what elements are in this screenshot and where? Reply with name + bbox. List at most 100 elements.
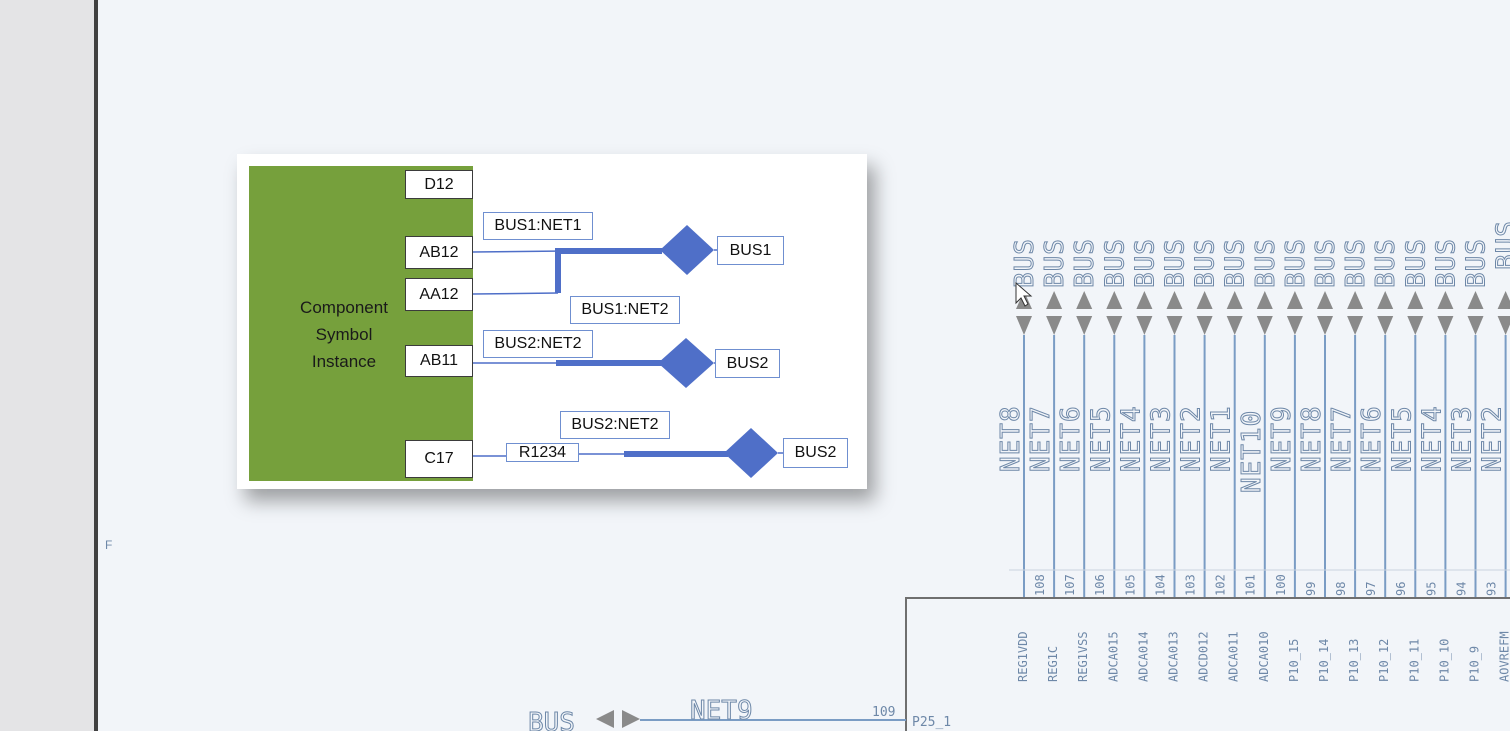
component-label: Component Symbol Instance (300, 298, 388, 371)
pin-aa12: AA12 (405, 278, 473, 311)
net-label-11: NET7 (1327, 405, 1357, 472)
bus-label-5: BUS (1161, 238, 1191, 288)
bus-label-14: BUS (1431, 238, 1461, 288)
pin-name-5: ADCA013 (1167, 631, 1181, 682)
bus-arrow-right-bottom (622, 710, 640, 728)
bus-label-bottom: BUS (528, 708, 575, 731)
bus-label-13: BUS (1401, 238, 1431, 288)
bus-arrow-up-7 (1226, 291, 1243, 309)
net-label-bus1-net1: BUS1:NET1 (483, 212, 593, 240)
bus-label-16: BUS (1492, 220, 1510, 270)
bus-label-8: BUS (1251, 238, 1281, 288)
pin-name-15: P10_9 (1468, 646, 1482, 682)
pin-name-4: ADCA014 (1136, 631, 1150, 682)
pin-number-8: 100 (1274, 574, 1288, 596)
net-label-10: NET8 (1297, 405, 1327, 472)
pin-name-11: P10_13 (1347, 639, 1361, 682)
net-label-bus1-net2: BUS1:NET2 (570, 296, 680, 324)
pin-name-8: ADCA010 (1257, 631, 1271, 682)
net-label-1: NET7 (1026, 405, 1056, 472)
bus-label-10: BUS (1311, 238, 1341, 288)
pin-name-bottom: P25_1 (912, 715, 951, 730)
net-label-5: NET3 (1147, 405, 1177, 472)
pin-number-6: 102 (1214, 574, 1228, 596)
bus-label-3: BUS (1100, 238, 1130, 288)
pin-number-15: 93 (1485, 582, 1499, 596)
bus-diamond-1 (660, 225, 714, 275)
net-label-4: NET4 (1116, 405, 1146, 472)
bus-arrow-up-5 (1166, 291, 1183, 309)
sheet-border (94, 0, 98, 731)
bus-label-12: BUS (1371, 238, 1401, 288)
pin-d12: D12 (405, 170, 473, 199)
bus-diamond-3 (724, 428, 778, 478)
bus-arrow-up-3 (1106, 291, 1123, 309)
pin-number-3: 105 (1123, 574, 1137, 596)
bus-arrow-down-9 (1286, 316, 1303, 335)
net-label-9: NET9 (1267, 405, 1297, 472)
net-label-bottom: NET9 (690, 696, 753, 726)
bus-label-11: BUS (1341, 238, 1371, 288)
bus-label-1: BUS (1040, 238, 1070, 288)
net-label-bus2-net2-bottom: BUS2:NET2 (560, 411, 670, 439)
resistor-label: R1234 (506, 443, 579, 462)
pin-number-14: 94 (1454, 582, 1468, 596)
bus-label-6: BUS (1191, 238, 1221, 288)
mouse-cursor-icon (1015, 281, 1033, 307)
pin-name-2: REG1VSS (1076, 631, 1090, 682)
pin-c17: C17 (405, 440, 473, 478)
pin-number-4: 104 (1153, 574, 1167, 596)
bus-segment-1 (555, 248, 662, 293)
bus-arrow-up-2 (1076, 291, 1093, 309)
pin-number-1: 107 (1063, 574, 1077, 596)
pin-number-12: 96 (1394, 582, 1408, 596)
pin-number-bottom: 109 (872, 705, 895, 720)
bus-arrow-left-bottom (596, 710, 614, 728)
bus-arrow-up-12 (1377, 291, 1394, 309)
pin-name-3: ADCA015 (1106, 631, 1120, 682)
bus-arrow-down-1 (1046, 316, 1063, 335)
bus-label-7: BUS (1221, 238, 1251, 288)
bus-arrow-down-15 (1467, 316, 1484, 335)
net-label-6: NET2 (1177, 405, 1207, 472)
bus-arrow-down-8 (1256, 316, 1273, 335)
pin-name-13: P10_11 (1407, 639, 1421, 682)
pin-number-10: 98 (1334, 582, 1348, 596)
bus-arrow-down-0 (1016, 316, 1032, 335)
left-margin-panel (0, 0, 94, 731)
bus-label-bus1: BUS1 (717, 236, 784, 265)
bus-arrow-up-15 (1467, 291, 1484, 309)
net-label-3: NET5 (1086, 405, 1116, 472)
net-label-14: NET4 (1417, 405, 1447, 472)
bus-arrow-up-16 (1497, 291, 1510, 309)
wire-aa12 (472, 292, 559, 295)
pin-ab12: AB12 (405, 236, 473, 269)
bus-arrow-up-1 (1046, 291, 1063, 309)
bus-label-bus2-bottom: BUS2 (783, 438, 848, 468)
bus-arrow-up-13 (1407, 291, 1424, 309)
pin-name-9: P10_15 (1287, 639, 1301, 682)
net-label-13: NET5 (1387, 405, 1417, 472)
component-symbol-block (249, 166, 473, 481)
bus-arrow-down-11 (1347, 316, 1364, 335)
bus-arrow-up-4 (1136, 291, 1153, 309)
bus-arrow-up-6 (1196, 291, 1213, 309)
bus-label-0: BUS (1010, 238, 1040, 288)
bus-arrow-down-4 (1136, 316, 1153, 335)
bus-arrow-down-6 (1196, 316, 1213, 335)
bus-arrow-down-14 (1437, 316, 1454, 335)
bus-arrow-up-14 (1437, 291, 1454, 309)
pin-name-14: P10_10 (1437, 639, 1451, 682)
net-label-7: NET1 (1207, 405, 1237, 472)
pin-name-7: ADCA011 (1227, 631, 1241, 682)
pin-number-9: 99 (1304, 582, 1318, 596)
bus-arrow-up-9 (1286, 291, 1303, 309)
bus-arrow-down-10 (1317, 316, 1333, 335)
pin-number-13: 95 (1424, 582, 1438, 596)
net-label-12: NET6 (1357, 405, 1387, 472)
bus-arrow-down-16 (1497, 316, 1510, 335)
net-label-8: NET10 (1237, 410, 1267, 493)
bus-label-15: BUS (1462, 238, 1492, 288)
